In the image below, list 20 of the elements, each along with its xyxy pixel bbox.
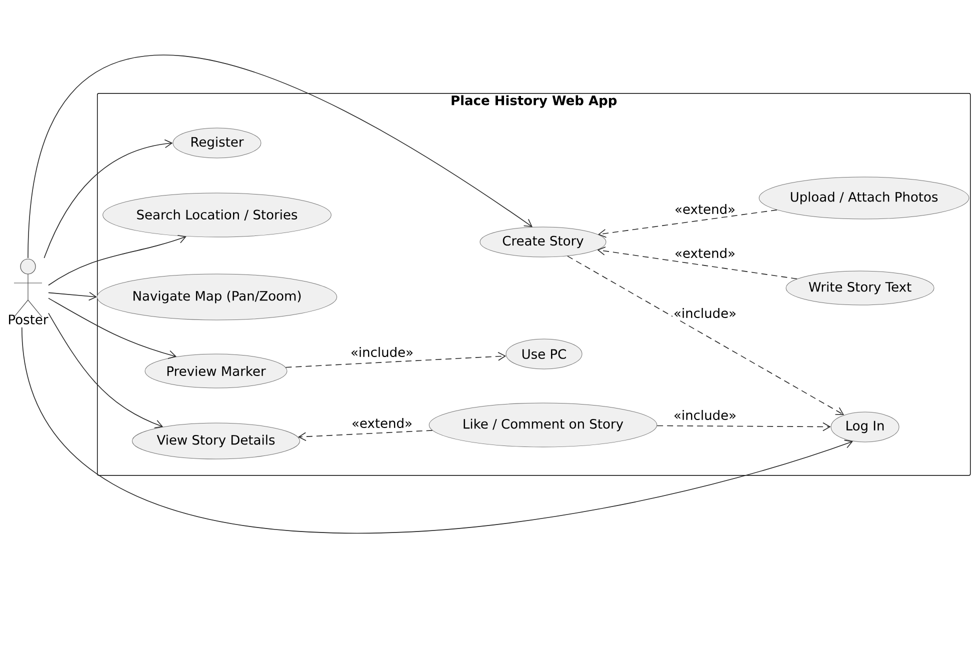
edge-label: «include» <box>672 306 738 320</box>
arrow <box>48 312 164 428</box>
actor-figure: Poster <box>9 258 48 324</box>
edge-label: «extend» <box>350 416 414 430</box>
arrow <box>48 298 177 359</box>
node-label: Poster <box>9 314 48 324</box>
arrow <box>597 246 798 280</box>
edge-label: «include» <box>350 346 414 358</box>
arrow <box>48 292 97 301</box>
arrow <box>48 234 186 286</box>
arrow <box>285 352 506 368</box>
arrow <box>298 430 433 441</box>
edge-label: «extend» <box>674 202 736 216</box>
arrow <box>567 256 844 415</box>
arrow <box>656 422 831 432</box>
edge-label: «include» <box>672 408 738 422</box>
arrow <box>28 56 532 258</box>
arrow <box>44 139 173 258</box>
arrow <box>598 210 778 238</box>
edge-label: «extend» <box>674 246 736 260</box>
